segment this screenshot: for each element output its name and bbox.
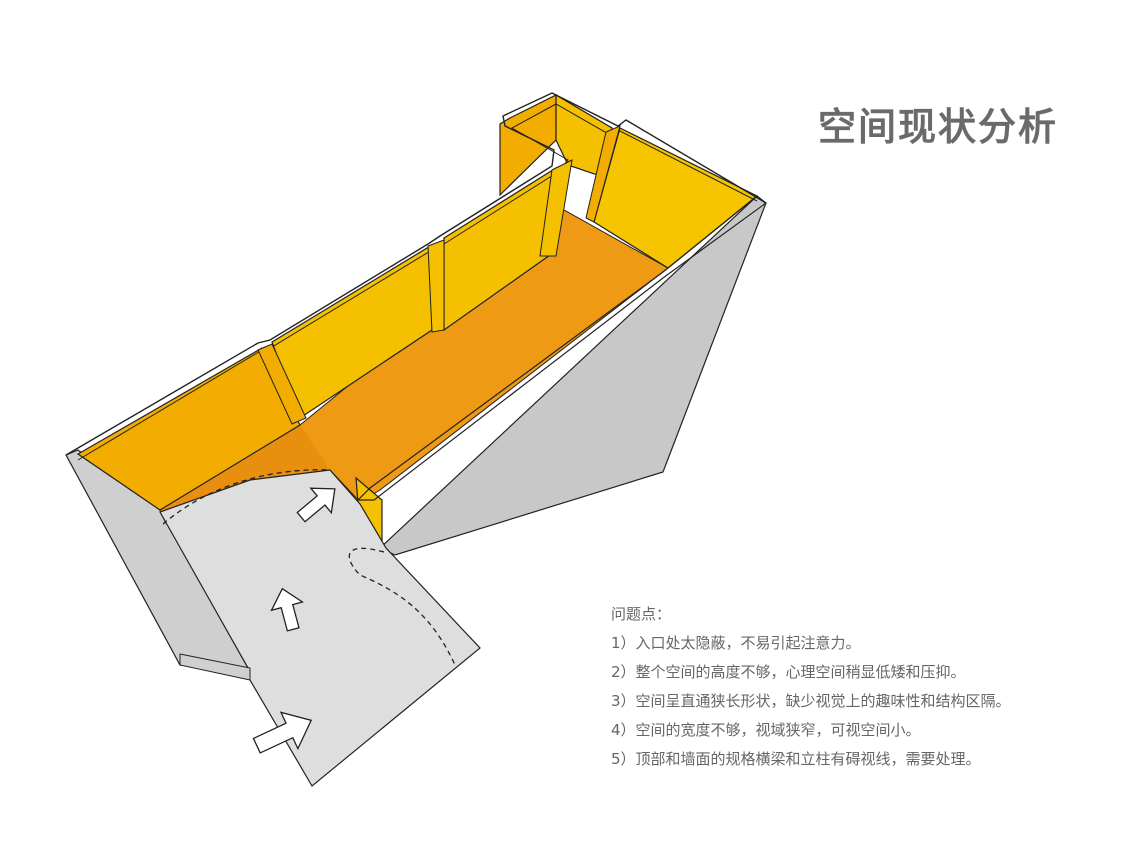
issue-item: 5）顶部和墙面的规格横梁和立柱有碍视线，需要处理。	[611, 750, 981, 768]
pillar-right	[539, 159, 573, 257]
right-wall-top	[356, 195, 767, 501]
issue-item: 2）整个空间的高度不够，心理空间稍显低矮和压抑。	[611, 663, 966, 681]
issue-item: 1）入口处太隐蔽，不易引起注意力。	[611, 634, 861, 652]
entry-arrow-icon	[270, 587, 304, 632]
pillar-mid	[427, 239, 445, 333]
wall-top-edge	[65, 92, 767, 456]
inner-wall-left-segment	[76, 347, 301, 511]
door-swing-arc-right	[348, 547, 456, 666]
page-title: 空间现状分析	[818, 105, 1059, 149]
problem-notes: 问题点： 1）入口处太隐蔽，不易引起注意力。 2）整个空间的高度不够，心理空间稍…	[611, 600, 1011, 774]
pillar-alcove	[585, 125, 621, 223]
issue-item: 3）空间呈直通狭长形状，缺少视觉上的趣味性和结构区隔。	[611, 692, 1011, 710]
entry-arrow-icon	[296, 487, 336, 523]
entry-arrow-icon	[252, 711, 313, 754]
pillar-left	[257, 343, 307, 425]
inner-wall-alcove-back	[555, 93, 613, 179]
notes-heading: 问题点：	[611, 605, 672, 623]
entrance-step	[179, 653, 251, 681]
issue-item: 4）空间的宽度不够，视域狭窄，可视空间小。	[611, 721, 921, 739]
inner-wall-alcove-left	[499, 94, 557, 197]
